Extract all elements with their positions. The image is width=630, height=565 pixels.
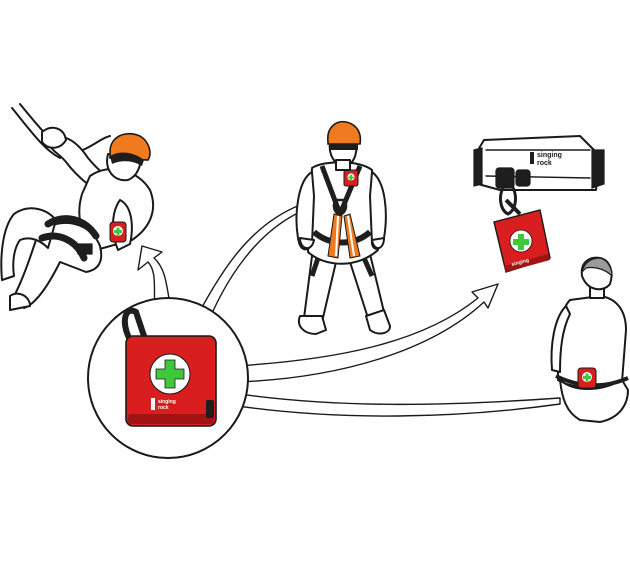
svg-text:singing: singing [511, 258, 530, 268]
first-aid-kit: singing rock [125, 335, 217, 427]
climber-kit [109, 221, 127, 243]
arrow-to-person [223, 391, 561, 417]
climber-helmet-icon [106, 132, 151, 182]
worker-kit [343, 169, 359, 187]
kit-brand-label: singing rock [151, 398, 176, 411]
rope-device: singing rock singing [473, 135, 605, 273]
device-brand-line-2: rock [537, 160, 552, 167]
device-brand-label: singing rock [530, 152, 562, 167]
person-kit [577, 367, 597, 389]
arrow-to-device [235, 283, 499, 383]
device-kit: singing [493, 209, 551, 273]
worker-webbing [327, 213, 361, 259]
first-aid-cross-icon [149, 353, 191, 395]
kit-brand-line-2: rock [158, 405, 169, 411]
worker-helmet-icon [327, 120, 362, 150]
center-kit-circle: singing rock [87, 297, 249, 459]
worker-chest-harness [295, 120, 391, 335]
kit-brand-line-1: singing [158, 399, 176, 405]
person-back-waist [550, 256, 629, 423]
device-brand-line-1: singing [537, 152, 562, 159]
climber-on-rope [0, 103, 155, 311]
